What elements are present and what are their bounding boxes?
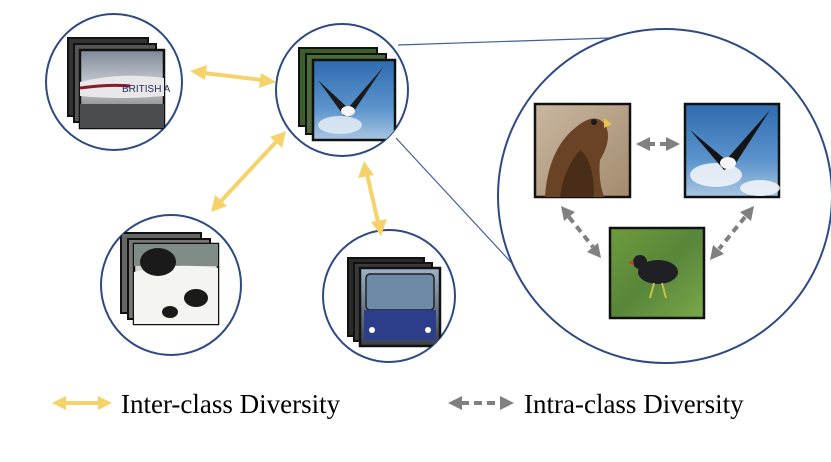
intra-arrow-frigatebird-moorhen (710, 206, 754, 260)
inter-class-arrows (190, 65, 387, 236)
bird-flying-photo (311, 58, 397, 142)
inter-arrow-bird-bus (358, 161, 387, 236)
node-bird-flying (275, 23, 409, 157)
zoom-connector-lines (395, 36, 641, 273)
cow-photo (132, 242, 220, 326)
bus-photo (358, 266, 442, 348)
zoom-image-eagle (533, 102, 632, 199)
intra-arrow-eagle-frigatebird (636, 137, 680, 151)
zoom-circle-bird-class (497, 28, 831, 364)
zoom-image-moorhen (608, 226, 706, 320)
intra-arrow-eagle-moorhen (561, 206, 601, 258)
airplane-photo: BRITISH A (78, 48, 171, 130)
zoom-connector-top (397, 36, 641, 46)
legend-intra-label: Intra-class Diversity (524, 389, 744, 419)
node-airplane: BRITISH A (45, 13, 183, 151)
zoom-connector-bottom (395, 137, 521, 273)
inter-arrow-airplane-bird (190, 65, 276, 88)
legend-intra-arrow (448, 396, 514, 410)
intra-class-arrows (561, 137, 754, 260)
legend: Inter-class Diversity Intra-class Divers… (52, 389, 744, 419)
legend-inter-label: Inter-class Diversity (121, 389, 341, 419)
node-bus (322, 229, 456, 363)
inter-arrow-bird-cow (211, 131, 286, 212)
zoom-image-frigatebird (683, 102, 781, 199)
legend-inter-arrow (52, 396, 112, 410)
airplane-livery-text: BRITISH A (122, 84, 171, 95)
node-cow (100, 214, 242, 356)
